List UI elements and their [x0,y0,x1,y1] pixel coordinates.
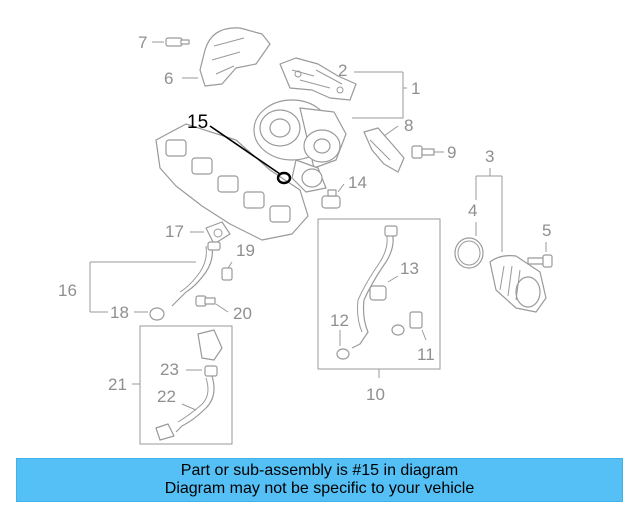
banner-line-1: Part or sub-assembly is #15 in diagram [180,462,459,479]
callout-22: 22 [157,387,176,406]
part-1-turbocharger[interactable] [155,99,347,241]
part-19-bolt[interactable] [221,267,233,281]
callout-3: 3 [485,147,494,166]
callout-9: 9 [447,143,456,162]
callout-20: 20 [233,304,252,323]
callout-4: 4 [468,201,477,220]
part-14-fitting[interactable] [321,189,341,209]
callout-15: 15 [187,112,208,133]
part-5-bolt[interactable] [527,254,553,268]
callout-21: 21 [108,375,127,394]
info-banner: Part or sub-assembly is #15 in diagram D… [16,458,623,502]
callout-14: 14 [348,173,367,192]
part-11-banjo-bolt[interactable] [391,311,423,336]
part-9-bolt[interactable] [411,145,435,159]
part-7-bolt[interactable] [165,37,190,47]
banner-line-2: Diagram may not be specific to your vehi… [164,480,475,497]
parts-diagram: 7 6 2 1 15 8 9 [58,27,553,445]
part-12-washer[interactable] [336,348,350,360]
callout-8: 8 [404,116,413,135]
callout-19: 19 [236,241,255,260]
callout-11: 11 [417,345,435,364]
callout-16: 16 [58,281,77,300]
part-22-hose[interactable] [155,375,215,441]
part-13-clip[interactable] [369,285,387,301]
part-17-gasket[interactable] [205,221,231,245]
part-3-housing[interactable] [489,255,547,313]
callout-18: 18 [110,303,129,322]
callout-17: 17 [165,222,184,241]
part-6-heat-shield[interactable] [199,27,271,87]
part-4-o-ring[interactable] [454,237,484,269]
part-23-connector[interactable] [197,329,223,377]
callout-13: 13 [400,259,419,278]
part-20-bolt[interactable] [195,295,216,307]
part-15-gasket[interactable] [276,171,292,185]
part-10-oil-line[interactable] [351,225,398,349]
part-16-coolant-pipe[interactable] [171,241,221,307]
callout-2: 2 [338,61,347,80]
callout-10: 10 [366,385,385,404]
callout-1: 1 [411,79,420,98]
callout-12: 12 [330,311,349,330]
part-8-bracket[interactable] [363,127,405,173]
callout-7: 7 [138,33,147,52]
part-18-o-ring[interactable] [149,307,165,321]
callout-23: 23 [160,360,179,379]
callout-5: 5 [542,221,551,240]
callout-6: 6 [164,69,173,88]
